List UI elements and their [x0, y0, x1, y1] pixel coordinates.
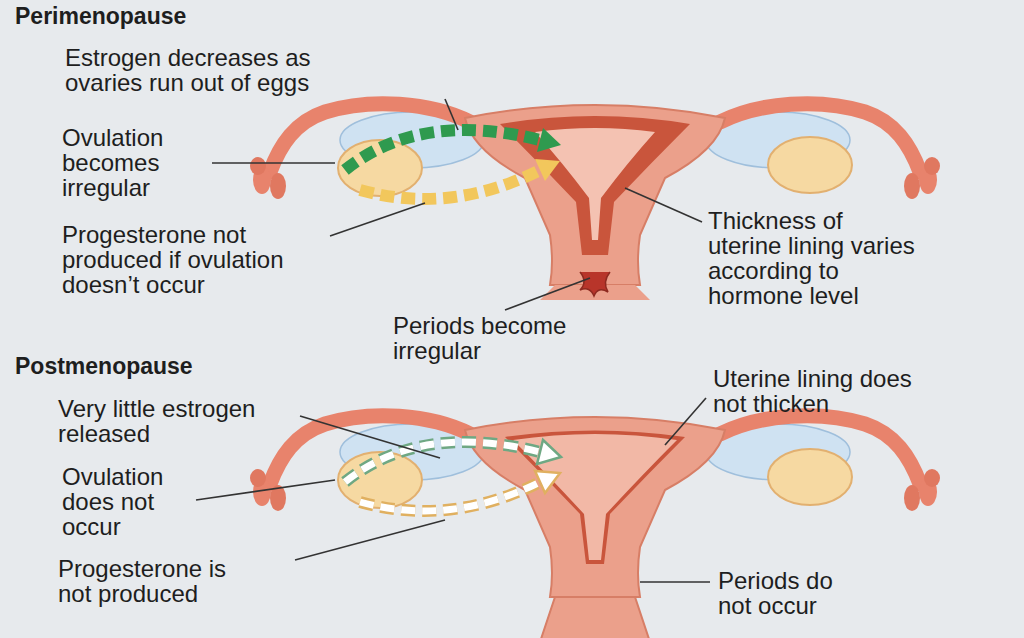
- callout-label: Estrogen decreases as ovaries run out of…: [65, 45, 365, 95]
- callout-label: Progesterone not produced if ovulation d…: [62, 222, 327, 297]
- callout-label: Periods become irregular: [393, 313, 593, 363]
- callout-label: Ovulation becomes irregular: [62, 125, 202, 200]
- callout-label: Progesterone is not produced: [58, 556, 233, 606]
- postmenopause-uterus: [250, 416, 940, 638]
- leader-lines: [196, 99, 710, 582]
- callout-label: Thickness of uterine lining varies accor…: [708, 208, 918, 308]
- callout-label: Uterine lining does not thicken: [713, 366, 928, 416]
- callout-label: Very little estrogen released: [58, 396, 298, 446]
- callout-label: Ovulation does not occur: [62, 464, 192, 539]
- section-heading: Perimenopause: [15, 4, 275, 29]
- callout-label: Periods do not occur: [718, 568, 863, 618]
- section-heading: Postmenopause: [15, 354, 275, 379]
